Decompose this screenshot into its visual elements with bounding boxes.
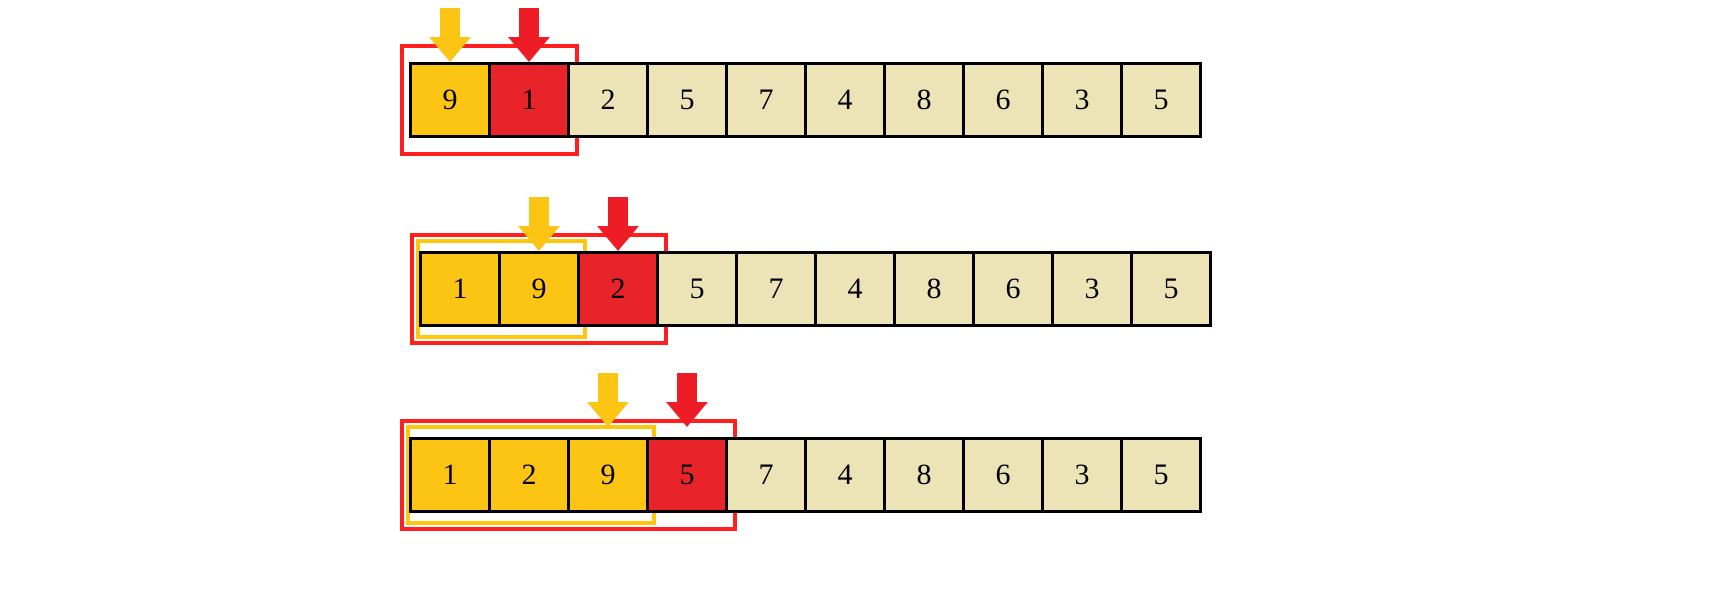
red-down-arrow-icon-step-3-head [666,402,708,427]
gold-down-arrow-icon-step-2 [518,197,560,251]
array-cell-step-1-6[interactable]: 8 [883,62,965,138]
array-cell-step-2-7[interactable]: 6 [972,251,1054,327]
gold-down-arrow-icon-step-1-head [429,37,471,62]
array-cell-step-1-7[interactable]: 6 [962,62,1044,138]
array-cell-step-3-2[interactable]: 9 [567,437,649,513]
array-cell-step-3-6[interactable]: 8 [883,437,965,513]
array-cell-step-3-4[interactable]: 7 [725,437,807,513]
array-cell-step-2-6[interactable]: 8 [893,251,975,327]
array-cell-step-3-3[interactable]: 5 [646,437,728,513]
array-cell-step-1-1[interactable]: 1 [488,62,570,138]
array-cell-step-2-4[interactable]: 7 [735,251,817,327]
array-cell-step-3-7[interactable]: 6 [962,437,1044,513]
array-cell-step-1-9[interactable]: 5 [1120,62,1202,138]
array-cell-step-3-0[interactable]: 1 [409,437,491,513]
array-cell-step-1-3[interactable]: 5 [646,62,728,138]
array-cell-step-2-1[interactable]: 9 [498,251,580,327]
red-down-arrow-icon-step-3 [666,373,708,427]
array-cell-step-2-5[interactable]: 4 [814,251,896,327]
gold-down-arrow-icon-step-2-head [518,226,560,251]
array-cell-step-1-4[interactable]: 7 [725,62,807,138]
array-cell-step-1-8[interactable]: 3 [1041,62,1123,138]
array-cell-step-2-2[interactable]: 2 [577,251,659,327]
red-down-arrow-icon-step-3-shaft [677,373,697,404]
array-cell-step-3-9[interactable]: 5 [1120,437,1202,513]
array-cell-step-2-3[interactable]: 5 [656,251,738,327]
array-cell-step-3-5[interactable]: 4 [804,437,886,513]
red-down-arrow-icon-step-2-shaft [608,197,628,228]
red-down-arrow-icon-step-1-shaft [519,8,539,39]
gold-down-arrow-icon-step-2-shaft [529,197,549,228]
array-cell-step-1-2[interactable]: 2 [567,62,649,138]
red-down-arrow-icon-step-1 [508,8,550,62]
red-down-arrow-icon-step-2 [597,197,639,251]
array-cell-step-1-5[interactable]: 4 [804,62,886,138]
gold-down-arrow-icon-step-3 [587,373,629,427]
red-down-arrow-icon-step-1-head [508,37,550,62]
array-cell-step-2-8[interactable]: 3 [1051,251,1133,327]
array-cell-step-2-9[interactable]: 5 [1130,251,1212,327]
gold-down-arrow-icon-step-1 [429,8,471,62]
array-cell-step-2-0[interactable]: 1 [419,251,501,327]
array-cell-step-1-0[interactable]: 9 [409,62,491,138]
gold-down-arrow-icon-step-3-shaft [598,373,618,404]
red-down-arrow-icon-step-2-head [597,226,639,251]
array-cell-step-3-8[interactable]: 3 [1041,437,1123,513]
gold-down-arrow-icon-step-1-shaft [440,8,460,39]
gold-down-arrow-icon-step-3-head [587,402,629,427]
array-cell-step-3-1[interactable]: 2 [488,437,570,513]
